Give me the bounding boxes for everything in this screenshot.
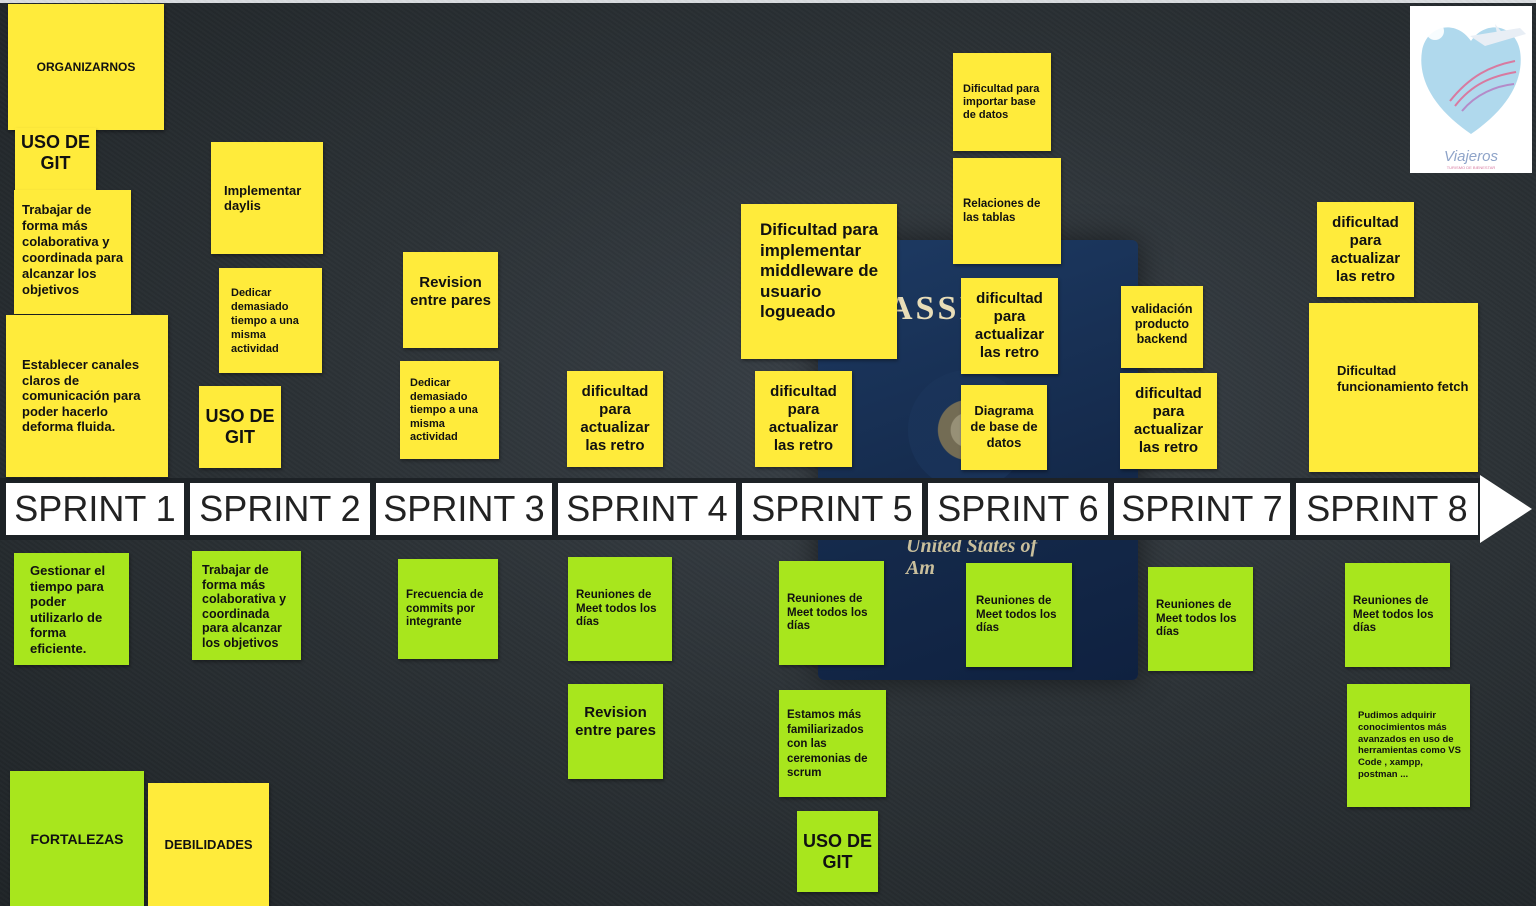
sticky-note[interactable]: Reuniones de Meet todos los días: [779, 561, 884, 665]
legend-strengths[interactable]: FORTALEZAS: [10, 771, 144, 906]
sticky-note[interactable]: Dedicar demasiado tiempo a una misma act…: [400, 361, 499, 459]
sprint-5-label: SPRINT 5: [742, 483, 922, 535]
sticky-note[interactable]: USO DE GIT: [15, 128, 96, 192]
sticky-note[interactable]: Revision entre pares: [403, 252, 498, 348]
passport-title: ASSI: [888, 290, 976, 327]
sticky-note[interactable]: Dedicar demasiado tiempo a una misma act…: [219, 268, 322, 373]
timeline-arrow-icon: [1480, 475, 1532, 543]
sticky-note[interactable]: Dificultad funcionamiento fetch: [1309, 303, 1478, 472]
sticky-note[interactable]: dificultad para actualizar las retro: [755, 371, 852, 467]
sprint-1-label: SPRINT 1: [6, 483, 184, 535]
sprint-6-label: SPRINT 6: [928, 483, 1108, 535]
sticky-note[interactable]: USO DE GIT: [797, 811, 878, 892]
sticky-note[interactable]: Reuniones de Meet todos los días: [966, 563, 1072, 667]
sticky-note[interactable]: Reuniones de Meet todos los días: [1148, 567, 1253, 671]
sticky-note[interactable]: dificultad para actualizar las retro: [567, 371, 663, 467]
sprint-3-label: SPRINT 3: [376, 483, 552, 535]
sprint-7-label: SPRINT 7: [1114, 483, 1290, 535]
sticky-note[interactable]: dificultad para actualizar las retro: [1120, 373, 1217, 469]
passport-subtitle: United States of Am: [906, 535, 1038, 579]
sticky-note[interactable]: dificultad para actualizar las retro: [961, 278, 1058, 374]
legend-weaknesses[interactable]: DEBILIDADES: [148, 783, 269, 906]
logo-tagline: TURISMO DE BIENESTAR: [1446, 165, 1496, 170]
viajeros-logo: Viajeros TURISMO DE BIENESTAR: [1410, 6, 1532, 173]
sticky-note[interactable]: Dificultad para importar base de datos: [953, 53, 1051, 151]
sticky-note[interactable]: Reuniones de Meet todos los días: [568, 557, 672, 661]
airplane-heart-icon: [1421, 22, 1526, 134]
sprint-2-label: SPRINT 2: [190, 483, 370, 535]
sticky-note[interactable]: Pudimos adquirir conocimientos más avanz…: [1347, 684, 1470, 807]
logo-name: Viajeros: [1444, 148, 1498, 165]
sprint-4-label: SPRINT 4: [558, 483, 736, 535]
sticky-note[interactable]: ORGANIZARNOS: [8, 4, 164, 130]
sticky-note[interactable]: Trabajar de forma más colaborativa y coo…: [14, 190, 131, 314]
sticky-note[interactable]: Establecer canales claros de comunicació…: [6, 315, 168, 477]
top-border: [0, 0, 1536, 3]
sticky-note[interactable]: Revision entre pares: [568, 684, 663, 779]
sticky-note[interactable]: Estamos más familiarizados con las cerem…: [779, 690, 886, 797]
sticky-note[interactable]: Trabajar de forma más colaborativa y coo…: [192, 551, 301, 660]
sticky-note[interactable]: Reuniones de Meet todos los días: [1345, 563, 1450, 667]
sticky-note[interactable]: Diagrama de base de datos: [961, 385, 1047, 470]
sticky-note[interactable]: USO DE GIT: [199, 386, 281, 468]
sticky-note[interactable]: validación producto backend: [1121, 286, 1203, 368]
sticky-note[interactable]: Gestionar el tiempo para poder utilizarl…: [14, 553, 129, 665]
sticky-note[interactable]: Frecuencia de commits por integrante: [398, 559, 498, 659]
sprint-8-label: SPRINT 8: [1296, 483, 1478, 535]
sticky-note[interactable]: dificultad para actualizar las retro: [1317, 202, 1414, 297]
sticky-note[interactable]: Implementar daylis: [211, 142, 323, 254]
sticky-note[interactable]: Dificultad para implementar middleware d…: [741, 204, 897, 359]
sticky-note[interactable]: Relaciones de las tablas: [953, 158, 1061, 264]
